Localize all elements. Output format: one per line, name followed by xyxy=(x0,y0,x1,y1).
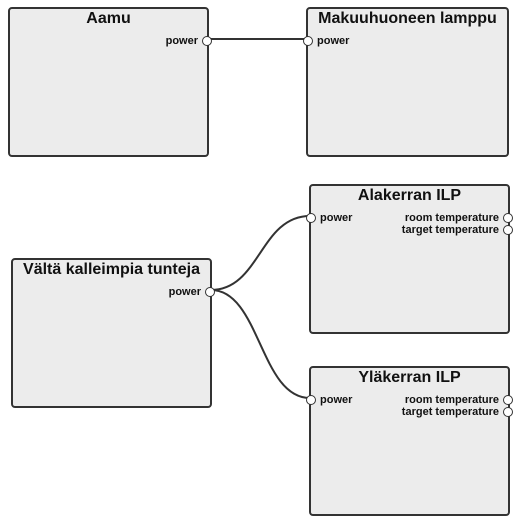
port-connector-icon[interactable] xyxy=(503,395,513,405)
output-port-target-temperature[interactable]: target temperature xyxy=(401,405,513,419)
port-connector-icon[interactable] xyxy=(306,395,316,405)
input-port-power[interactable]: power xyxy=(306,211,353,225)
port-label: power xyxy=(320,212,353,224)
node-title: Alakerran ILP xyxy=(357,187,462,204)
port-label: target temperature xyxy=(401,406,499,418)
output-port-room-temperature[interactable]: room temperature xyxy=(404,211,513,225)
port-label: power xyxy=(165,35,198,47)
output-port-power[interactable]: power xyxy=(165,34,212,48)
output-port-room-temperature[interactable]: room temperature xyxy=(404,393,513,407)
port-label: room temperature xyxy=(404,394,499,406)
node-valta-kalleimpia-tunteja[interactable]: Vältä kalleimpia tunteja power xyxy=(11,258,215,408)
node-makuuhuoneen-lamppu[interactable]: Makuuhuoneen lamppu power xyxy=(303,7,509,157)
input-port-power[interactable]: power xyxy=(303,34,350,48)
port-label: power xyxy=(317,35,350,47)
port-connector-icon[interactable] xyxy=(503,213,513,223)
port-connector-icon[interactable] xyxy=(503,407,513,417)
port-label: power xyxy=(168,286,201,298)
node-title: Makuuhuoneen lamppu xyxy=(318,10,497,27)
node-title: Aamu xyxy=(86,10,131,27)
port-connector-icon[interactable] xyxy=(205,287,215,297)
port-label: power xyxy=(320,394,353,406)
port-connector-icon[interactable] xyxy=(202,36,212,46)
port-connector-icon[interactable] xyxy=(306,213,316,223)
port-label: room temperature xyxy=(404,212,499,224)
wire-valta-to-ylakerta[interactable] xyxy=(210,289,311,399)
output-port-power[interactable]: power xyxy=(168,285,215,299)
wire-valta-to-alakerta[interactable] xyxy=(210,215,311,291)
node-alakerran-ilp[interactable]: Alakerran ILP power room temperature tar… xyxy=(306,184,513,334)
input-port-power[interactable]: power xyxy=(306,393,353,407)
port-connector-icon[interactable] xyxy=(303,36,313,46)
node-title: Yläkerran ILP xyxy=(358,369,461,386)
port-label: target temperature xyxy=(401,224,499,236)
node-aamu[interactable]: Aamu power xyxy=(8,7,212,157)
port-connector-icon[interactable] xyxy=(503,225,513,235)
node-ylakerran-ilp[interactable]: Yläkerran ILP power room temperature tar… xyxy=(306,366,513,516)
output-port-target-temperature[interactable]: target temperature xyxy=(401,223,513,237)
node-title: Vältä kalleimpia tunteja xyxy=(23,261,200,278)
